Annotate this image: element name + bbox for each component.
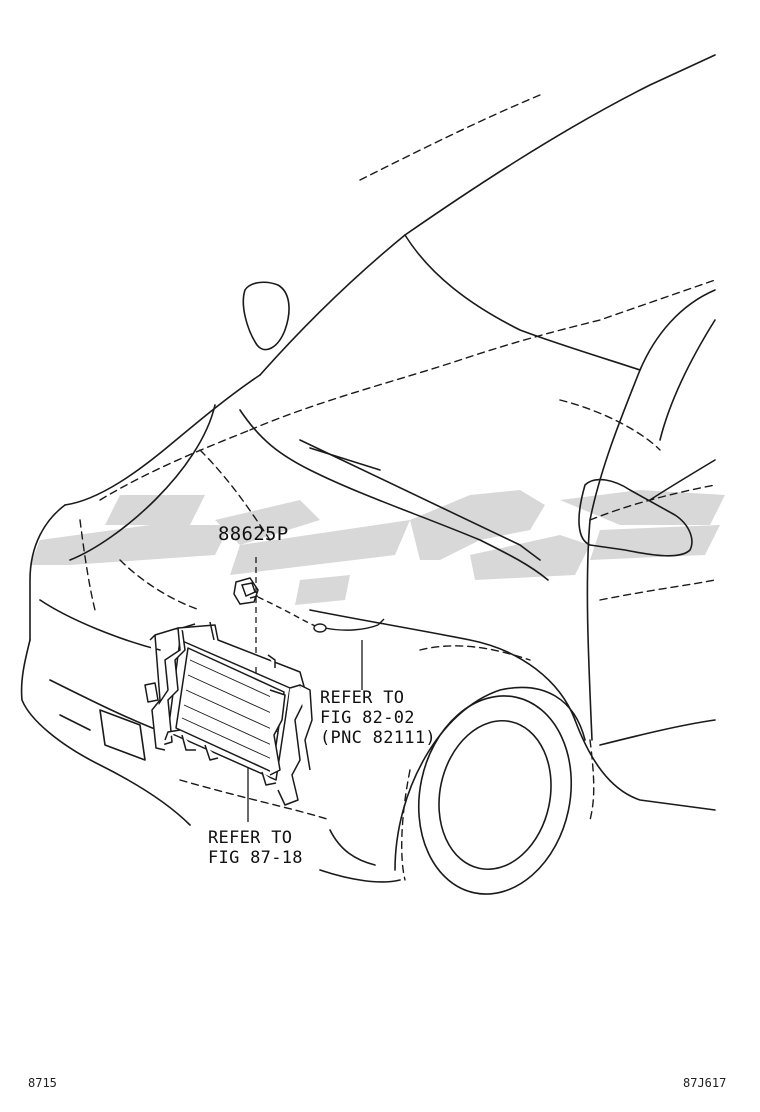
brand-watermark-logo [30,490,725,605]
vehicle-outline [20,54,716,895]
sensor-wire [257,596,385,631]
footer-right-code: 87J617 [683,1076,727,1090]
condenser-ref-line-1: REFER TO [208,828,293,848]
part-number-label: 88625P [218,523,289,545]
footer-left-code: 8715 [28,1076,57,1090]
sensor-ref-line-3: (PNC 82111) [320,728,436,748]
ambient-sensor-icon [233,577,259,605]
condenser-ref-line-2: FIG 87-18 [208,848,303,868]
sensor-ref-line-2: FIG 82-02 [320,708,415,728]
sensor-ref-line-1: REFER TO [320,688,405,708]
harness-clip-icon [313,623,327,633]
hidden-lines [79,94,716,881]
condenser-assembly-icon [144,621,313,806]
